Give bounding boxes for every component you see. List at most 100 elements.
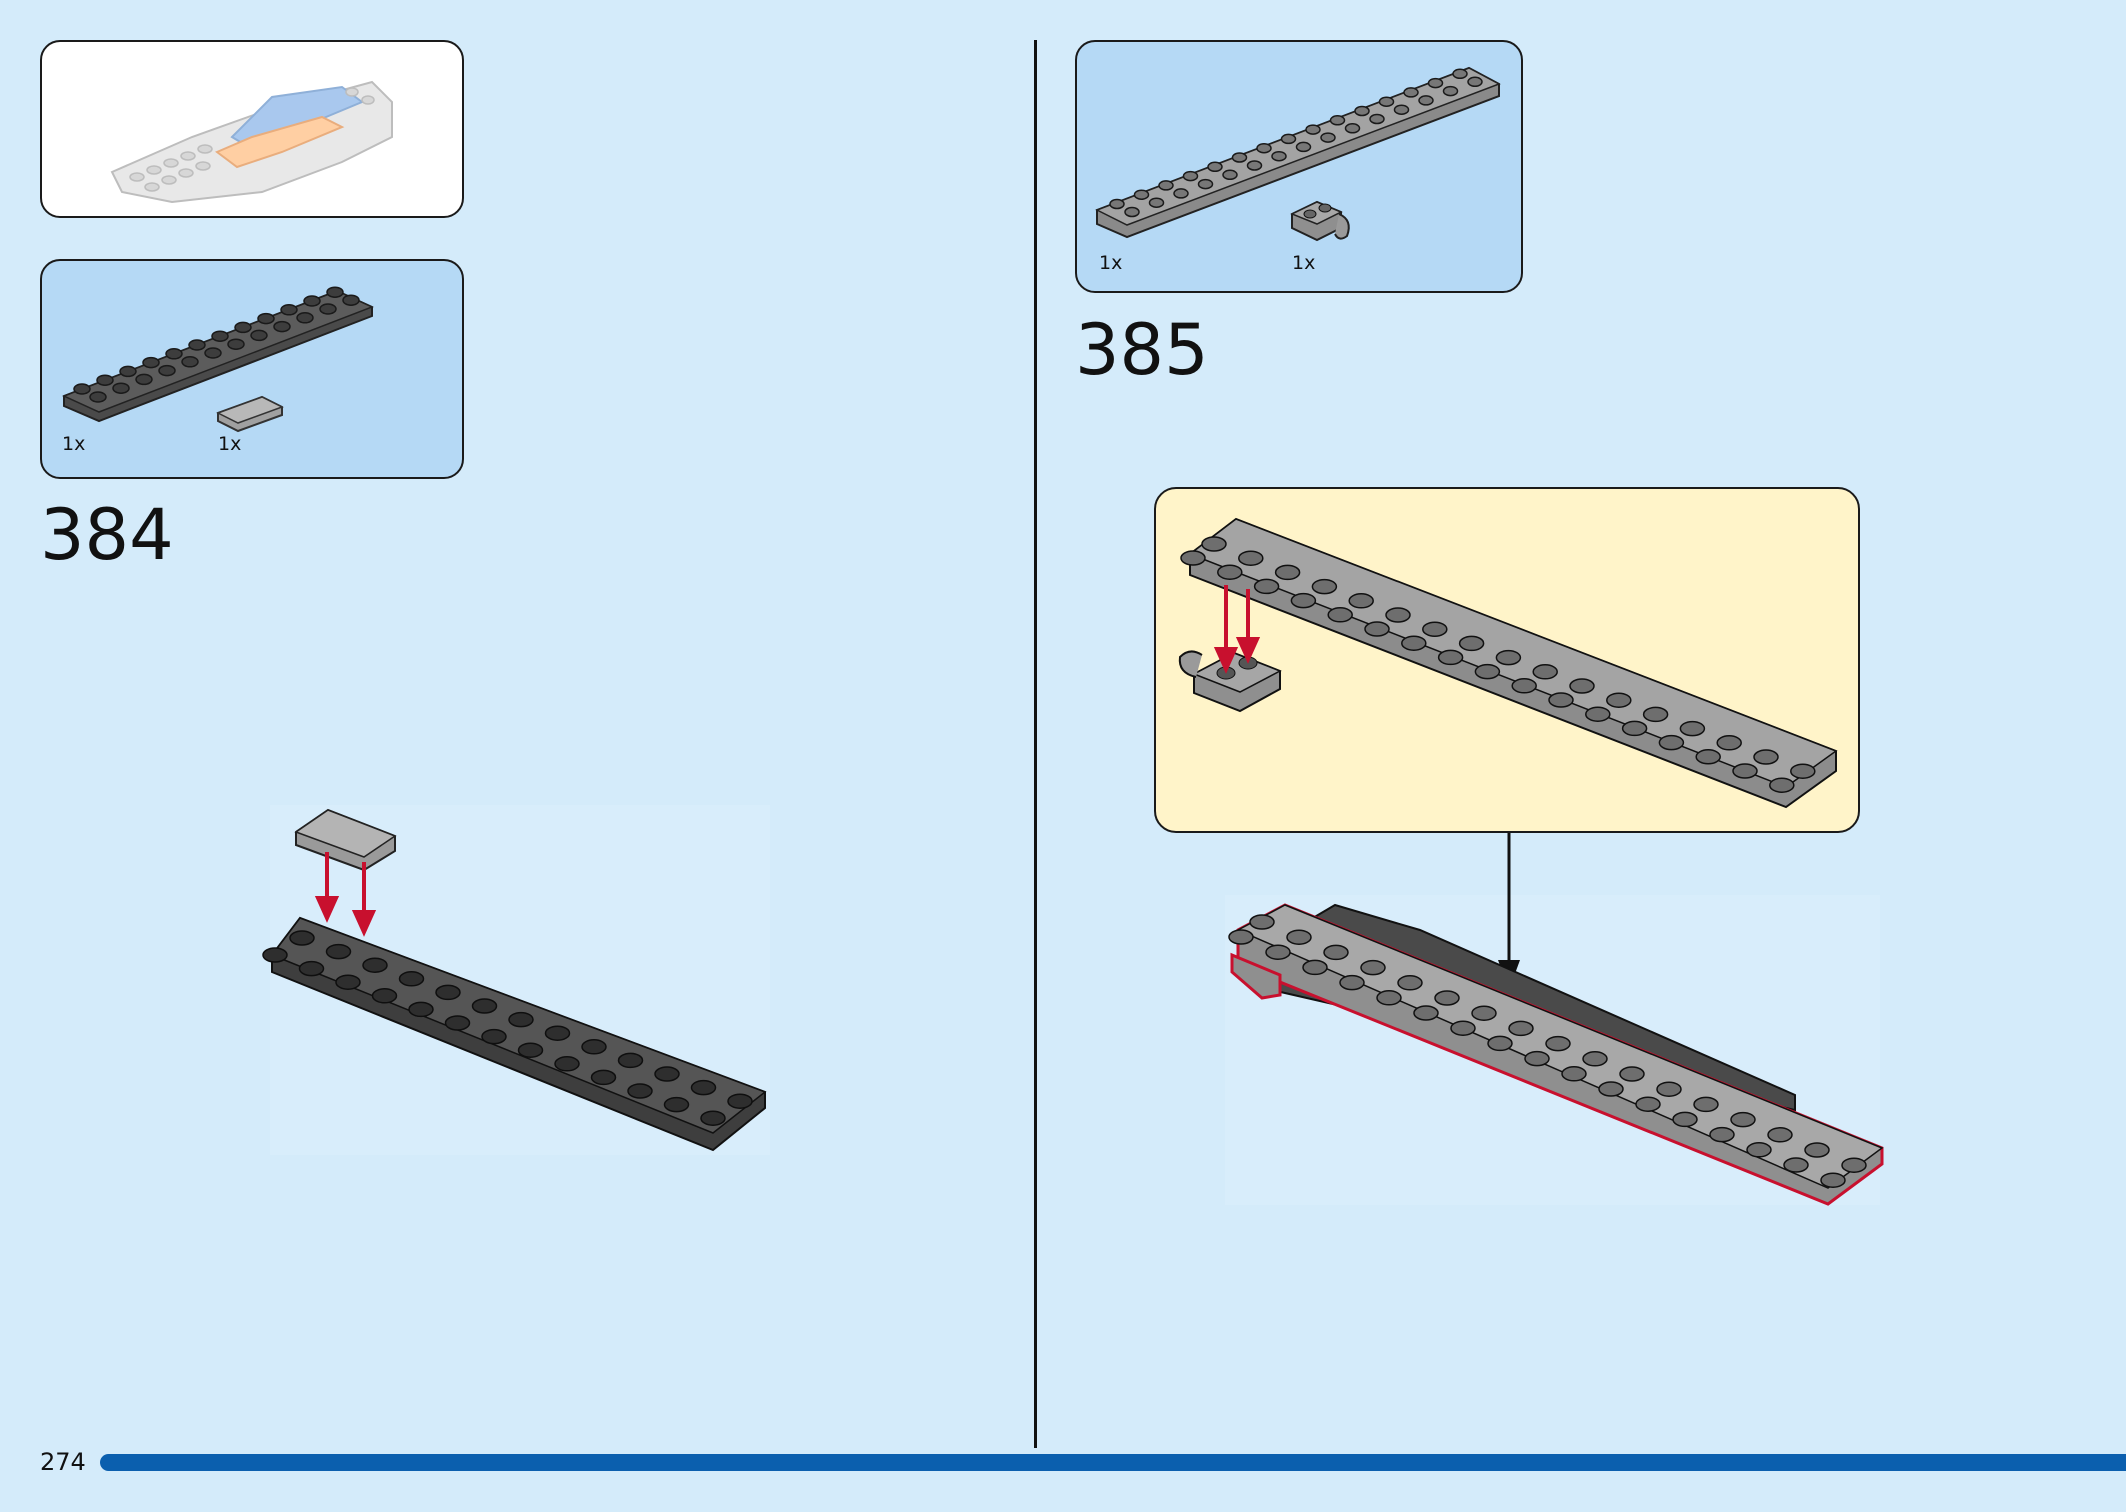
stud	[298, 960, 325, 977]
stud	[1450, 1020, 1476, 1036]
stud	[471, 998, 498, 1014]
stud	[1769, 777, 1795, 793]
stud	[581, 1039, 607, 1055]
stud	[1790, 763, 1816, 779]
stud	[1561, 1066, 1587, 1082]
stud	[1249, 914, 1275, 930]
stud	[554, 1056, 580, 1072]
stud	[325, 943, 352, 960]
stud	[1442, 85, 1459, 97]
stud	[1545, 1035, 1571, 1052]
stud	[234, 321, 252, 334]
stud	[1364, 621, 1390, 637]
stud	[142, 356, 160, 369]
stud	[1397, 975, 1423, 991]
stud	[73, 383, 91, 395]
stud	[342, 294, 360, 306]
stud	[1360, 959, 1386, 976]
stud	[1124, 206, 1140, 218]
stud	[1369, 113, 1385, 125]
stud	[1524, 1050, 1550, 1067]
stud	[1327, 607, 1353, 623]
stud	[1585, 706, 1611, 722]
stud	[1348, 593, 1374, 609]
stud	[1403, 87, 1419, 98]
stud	[1339, 974, 1365, 991]
stud	[1598, 1081, 1624, 1097]
stud	[1783, 1157, 1809, 1173]
stud	[1511, 678, 1537, 694]
stud	[1434, 990, 1460, 1006]
stud	[1201, 536, 1227, 552]
stud	[1265, 944, 1291, 960]
plate-with-clip-part	[1290, 200, 1350, 242]
submodel-preview-panel	[40, 40, 464, 218]
stud	[257, 312, 275, 325]
stud	[1271, 150, 1287, 162]
stud	[273, 320, 291, 333]
callout-illustration	[1178, 517, 1838, 809]
stud	[1767, 1127, 1793, 1143]
stud	[508, 1011, 534, 1028]
stud	[1311, 578, 1338, 595]
stud	[1401, 635, 1427, 651]
stud	[1197, 178, 1214, 190]
part-quantity: 1x	[1099, 252, 1123, 274]
stud	[663, 1096, 690, 1113]
stud	[444, 1015, 471, 1031]
stud	[1376, 990, 1402, 1006]
stud	[408, 1001, 434, 1018]
stud	[89, 391, 107, 403]
stud	[481, 1028, 507, 1045]
part-quantity: 1x	[62, 433, 86, 455]
stud	[1385, 607, 1411, 623]
stud	[250, 329, 268, 342]
stud	[1487, 1035, 1513, 1052]
step-384-parts-panel: 1x 1x	[40, 259, 464, 479]
part-quantity: 1x	[218, 433, 242, 455]
stud	[181, 356, 199, 368]
stud	[1730, 1111, 1756, 1128]
stud	[188, 339, 206, 351]
stud	[1393, 104, 1410, 115]
stud	[1302, 959, 1328, 976]
stud	[1182, 170, 1199, 182]
stud	[1642, 706, 1669, 723]
stud	[112, 382, 130, 394]
stud	[1820, 1172, 1846, 1188]
stud	[319, 303, 337, 315]
stud	[1378, 96, 1395, 107]
stud	[1656, 1081, 1682, 1097]
stud	[289, 930, 315, 946]
stud	[1228, 929, 1254, 945]
stud	[1458, 635, 1485, 652]
stud	[1280, 133, 1297, 145]
step-number: 384	[40, 494, 174, 576]
stud	[544, 1025, 571, 1041]
stud	[1732, 763, 1758, 779]
stud	[1582, 1051, 1608, 1067]
stud	[617, 1052, 644, 1069]
stud	[1621, 720, 1648, 737]
stud	[1354, 105, 1370, 117]
stud	[1180, 550, 1206, 566]
stud	[1452, 68, 1468, 80]
stud	[1693, 1096, 1719, 1113]
stud	[303, 295, 321, 307]
stud	[627, 1083, 653, 1099]
stud	[262, 947, 288, 963]
stud	[296, 312, 314, 324]
stud	[1295, 141, 1312, 153]
stud	[1238, 550, 1264, 566]
light-gray-tile-part	[216, 395, 284, 433]
stud	[1231, 152, 1248, 163]
stud	[654, 1066, 680, 1082]
stud	[1222, 169, 1238, 181]
stud	[158, 364, 176, 377]
step-385-parts-panel: 1x 1x	[1075, 40, 1523, 293]
stud	[1569, 678, 1595, 694]
stud	[211, 330, 229, 342]
stud	[1474, 663, 1501, 680]
stud	[1841, 1157, 1867, 1173]
